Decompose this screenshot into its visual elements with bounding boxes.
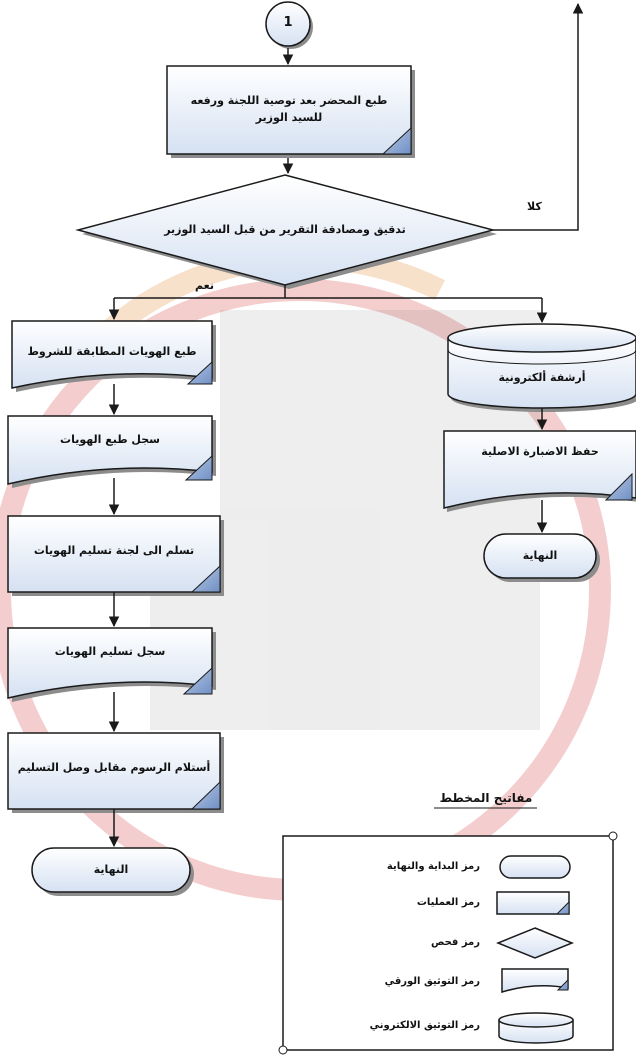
doc-register-print <box>7 415 216 488</box>
storage-e-archive <box>447 323 636 412</box>
doc-keep-originals <box>443 430 636 512</box>
end-right-text: النهاية <box>522 549 558 562</box>
legend-document-label: رمز التوثيق الورقي <box>384 976 480 987</box>
process-print-minutes <box>166 65 415 158</box>
doc-register-handover <box>7 627 216 702</box>
doc-print-ids <box>11 320 216 392</box>
legend-title: مفاتيح المخطط <box>439 791 533 805</box>
legend-process-label: رمز العمليات <box>416 897 480 908</box>
terminal-end-left <box>31 847 194 896</box>
legend-terminal-label: رمز البداية والنهاية <box>386 861 480 872</box>
process-receive-fees <box>7 732 224 813</box>
print-minutes-line1: طبع المحضر بعد توصية اللجنة ورفعه <box>190 94 388 107</box>
keep-originals-text: حفظ الاضبارة الاصلية <box>481 445 599 458</box>
flow-lines <box>108 2 584 848</box>
yes-label: نعم <box>195 279 214 292</box>
legend-storage-symbol <box>498 1012 574 1044</box>
connector-1 <box>265 1 313 49</box>
receive-fees-text: أستلام الرسوم مقابل وصل التسليم <box>17 761 211 774</box>
no-label: كلا <box>527 200 542 213</box>
legend-decision-label: رمز فحص <box>430 937 480 948</box>
legend-decision-symbol <box>496 927 574 959</box>
decision-text: تدقيق ومصادقة التقرير من قبل السيد الوزي… <box>164 223 406 236</box>
process-handover-committee <box>7 515 224 596</box>
connector-label: 1 <box>283 15 293 30</box>
print-ids-text: طبع الهويات المطابقة للشروط <box>27 345 197 358</box>
end-left-text: النهاية <box>93 863 129 876</box>
terminal-end-right <box>483 533 600 582</box>
print-minutes-line2: للسيد الوزير <box>255 111 323 124</box>
handover-committee-text: تسلم الى لجنة تسليم الهويات <box>33 544 195 557</box>
legend-process-symbol <box>496 891 570 915</box>
e-archive-text: أرشفة ألكترونية <box>498 371 586 384</box>
register-print-text: سجل طبع الهويات <box>60 433 160 446</box>
register-handover-text: سجل تسليم الهويات <box>54 645 166 658</box>
legend-terminal-symbol <box>499 855 571 879</box>
legend-document-symbol <box>501 968 569 994</box>
legend-storage-label: رمز التوثيق الالكتروني <box>369 1020 480 1031</box>
